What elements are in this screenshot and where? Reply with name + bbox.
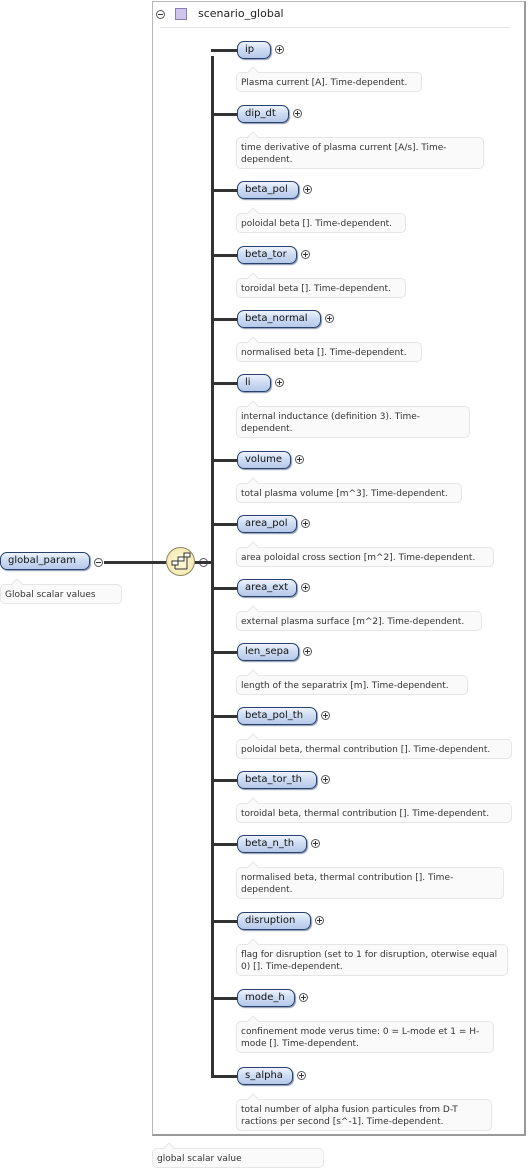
header-divider — [160, 27, 510, 28]
element-node-beta-pol[interactable]: beta_pol — [237, 181, 299, 199]
root-connector — [104, 561, 166, 564]
element-description: flag for disruption (set to 1 for disrup… — [236, 938, 508, 976]
element-description: poloidal beta []. Time-dependent. — [236, 207, 406, 233]
expand-icon[interactable] — [301, 519, 310, 528]
expand-icon[interactable] — [311, 839, 320, 848]
expand-icon[interactable] — [315, 916, 324, 925]
element-description: confinement mode verus time: 0 = L-mode … — [236, 1015, 494, 1053]
expand-icon[interactable] — [321, 775, 330, 784]
element-description: normalised beta []. Time-dependent. — [236, 336, 422, 362]
element-node-area-pol[interactable]: area_pol — [237, 515, 297, 533]
element-node-beta-pol-th[interactable]: beta_pol_th — [237, 707, 317, 725]
sequence-connector — [195, 561, 211, 564]
sequence-icon[interactable] — [166, 547, 195, 576]
element-node-beta-tor[interactable]: beta_tor — [237, 246, 297, 264]
element-node-disruption[interactable]: disruption — [237, 912, 311, 930]
collapse-icon[interactable] — [156, 10, 165, 19]
element-node-volume[interactable]: volume — [237, 451, 291, 469]
complex-type-icon — [175, 8, 187, 20]
branch-connector — [211, 254, 237, 257]
element-node-beta-n-th[interactable]: beta_n_th — [237, 835, 307, 853]
expand-icon[interactable] — [301, 250, 310, 259]
branch-connector — [211, 49, 237, 52]
branch-connector — [211, 113, 237, 116]
element-description: poloidal beta, thermal contribution []. … — [236, 733, 512, 759]
branch-connector — [211, 779, 237, 782]
root-collapse-icon[interactable] — [94, 558, 103, 567]
container-title: scenario_global — [198, 7, 284, 20]
expand-icon[interactable] — [275, 378, 284, 387]
element-node-dip-dt[interactable]: dip_dt — [237, 105, 289, 123]
expand-icon[interactable] — [325, 314, 334, 323]
element-node-li[interactable]: li — [237, 374, 271, 392]
expand-icon[interactable] — [299, 993, 308, 1002]
element-description: Plasma current [A]. Time-dependent. — [236, 66, 422, 92]
element-node-mode-h[interactable]: mode_h — [237, 989, 295, 1007]
branch-connector — [211, 1075, 237, 1078]
expand-icon[interactable] — [297, 1071, 306, 1080]
expand-icon[interactable] — [303, 647, 312, 656]
element-description: toroidal beta, thermal contribution []. … — [236, 797, 512, 823]
element-node-area-ext[interactable]: area_ext — [237, 579, 297, 597]
children-spine — [211, 56, 214, 1077]
element-description: time derivative of plasma current [A/s].… — [236, 131, 484, 169]
expand-icon[interactable] — [293, 109, 302, 118]
element-node-ip[interactable]: ip — [237, 41, 271, 59]
branch-connector — [211, 843, 237, 846]
expand-icon[interactable] — [321, 711, 330, 720]
branch-connector — [211, 651, 237, 654]
element-description: internal inductance (definition 3). Time… — [236, 400, 470, 438]
container-footer-description: global scalar value — [152, 1142, 324, 1168]
root-node[interactable]: global_param — [0, 552, 90, 570]
expand-icon[interactable] — [303, 185, 312, 194]
element-description: normalised beta, thermal contribution []… — [236, 861, 504, 899]
branch-connector — [211, 920, 237, 923]
branch-connector — [211, 997, 237, 1000]
branch-connector — [211, 587, 237, 590]
element-node-beta-tor-th[interactable]: beta_tor_th — [237, 771, 317, 789]
element-description: toroidal beta []. Time-dependent. — [236, 272, 406, 298]
element-description: total number of alpha fusion particules … — [236, 1093, 492, 1131]
branch-connector — [211, 715, 237, 718]
branch-connector — [211, 189, 237, 192]
branch-connector — [211, 382, 237, 385]
root-description: Global scalar values — [0, 578, 122, 604]
element-description: area poloidal cross section [m^2]. Time-… — [236, 541, 494, 567]
branch-connector — [211, 318, 237, 321]
element-description: external plasma surface [m^2]. Time-depe… — [236, 605, 482, 631]
expand-icon[interactable] — [295, 455, 304, 464]
expand-icon[interactable] — [275, 45, 284, 54]
element-description: total plasma volume [m^3]. Time-dependen… — [236, 477, 462, 503]
element-description: length of the separatrix [m]. Time-depen… — [236, 669, 468, 695]
element-node-beta-normal[interactable]: beta_normal — [237, 310, 321, 328]
element-node-s-alpha[interactable]: s_alpha — [237, 1067, 293, 1085]
branch-connector — [211, 523, 237, 526]
element-node-len-sepa[interactable]: len_sepa — [237, 643, 299, 661]
expand-icon[interactable] — [301, 583, 310, 592]
branch-connector — [211, 459, 237, 462]
